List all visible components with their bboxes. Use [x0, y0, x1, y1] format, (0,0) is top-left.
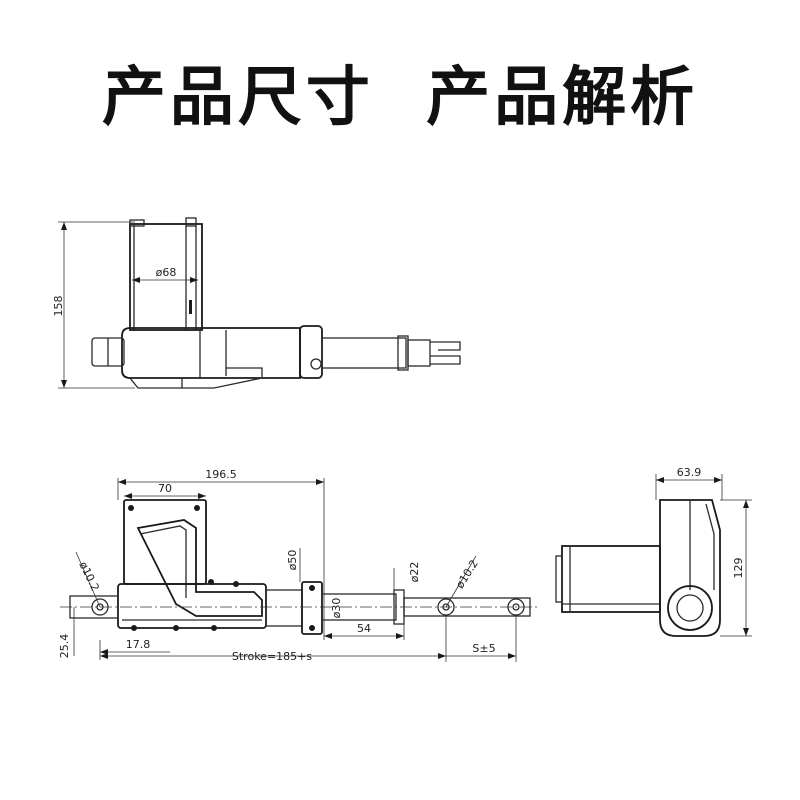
motor-dia-label: ø68 — [156, 266, 177, 279]
stroke-dimension: Stroke=185+s S±5 — [100, 616, 517, 663]
side-view-drawing: 158 ø68 — [52, 217, 461, 389]
motor-diameter-dimension: ø68 — [132, 266, 198, 283]
front-fork — [430, 341, 461, 365]
motor-width-dimension: 70 — [124, 482, 206, 499]
stroke-label: Stroke=185+s — [232, 650, 312, 663]
overall-length-label: 196.5 — [205, 468, 237, 481]
end-housing — [659, 499, 721, 637]
height-label: 158 — [52, 296, 65, 317]
pin-offset-v-dimension: 25.4 — [58, 607, 75, 659]
height-dimension: 158 — [52, 221, 135, 389]
end-height-dimension: 129 — [720, 499, 752, 637]
tube-collar — [299, 325, 323, 379]
pin-offset-h-label: 17.8 — [126, 638, 151, 651]
pin-offset-v-label: 25.4 — [58, 634, 71, 659]
motor-body — [129, 217, 203, 331]
tube-dia-label: ø50 — [286, 550, 299, 571]
piston-rod — [321, 335, 431, 371]
front-view-drawing: 196.5 70 ø50 ø30 — [58, 468, 540, 663]
rear-clevis — [91, 337, 125, 367]
overall-length-dimension: 196.5 — [117, 468, 325, 640]
rod-extension-label: 54 — [357, 622, 371, 635]
tube-diameter-dimension: ø50 — [286, 548, 301, 582]
gearbox-housing — [121, 327, 301, 389]
page-title: 产品尺寸 产品解析 — [101, 61, 699, 135]
rod-dia-label: ø22 — [408, 562, 421, 583]
end-motor-body — [555, 545, 661, 613]
rod-extension-dimension: 54 — [324, 620, 405, 640]
pin-offset-h-dimension: 17.8 — [99, 638, 170, 660]
end-height-label: 129 — [732, 558, 745, 579]
stroke-tol-label: S±5 — [472, 642, 495, 655]
end-width-label: 63.9 — [677, 466, 702, 479]
end-view-drawing: 63.9 129 — [555, 466, 752, 637]
inner-dia-label: ø30 — [330, 598, 343, 619]
end-width-dimension: 63.9 — [655, 466, 723, 500]
motor-width-label: 70 — [158, 482, 172, 495]
